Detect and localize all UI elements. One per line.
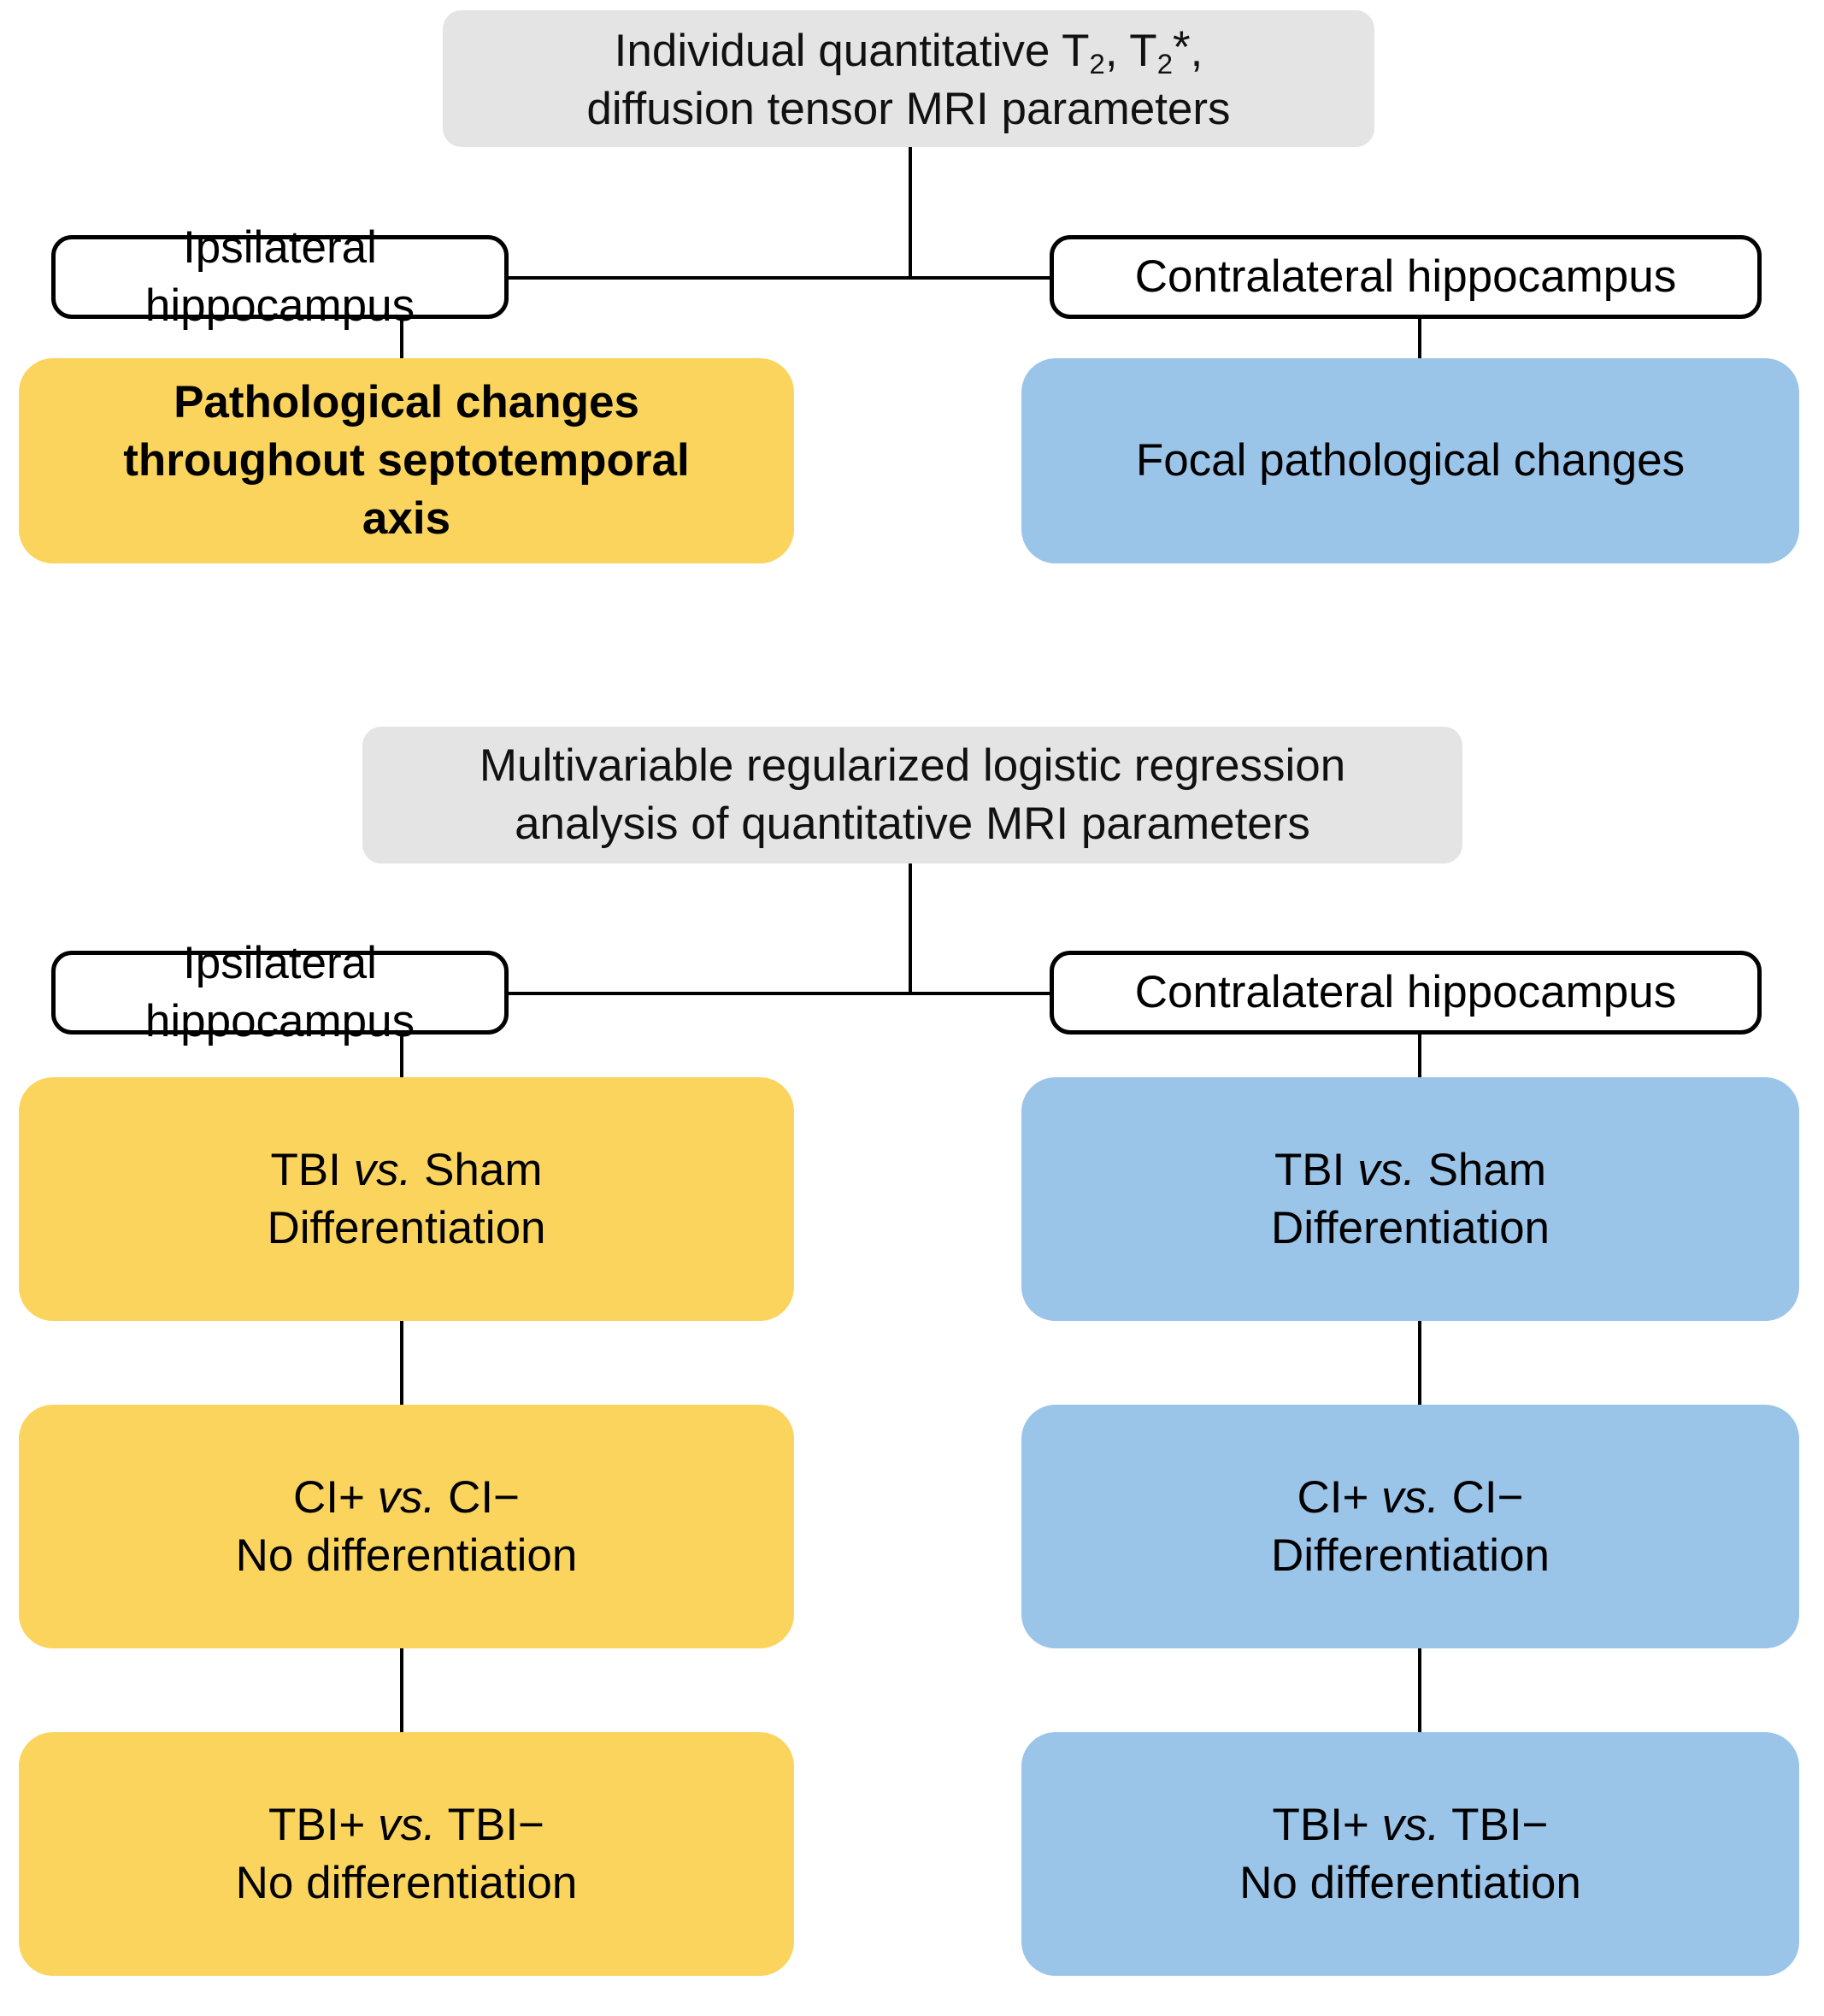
section1-header-text: Individual quantitative T2, T2*,diffusio… <box>586 22 1231 135</box>
section2-contralateral-result-2-text: CI+ vs. CI−Differentiation <box>1270 1471 1550 1581</box>
section2-ipsilateral-connector-2 <box>400 1321 403 1406</box>
section1-ipsilateral-connector <box>400 319 403 360</box>
section2-ipsilateral-result-3: TBI+ vs. TBI−No differentiation <box>19 1732 794 1976</box>
section1-ipsilateral-outcome-text: Pathological changes throughout septotem… <box>123 377 690 544</box>
section2-ipsilateral-result-3-text: TBI+ vs. TBI−No differentiation <box>235 1799 578 1908</box>
section2-ipsilateral-connector-1 <box>400 1035 403 1079</box>
section1-contralateral-label: Contralateral hippocampus <box>1134 251 1677 303</box>
section1-contralateral-connector <box>1418 319 1421 360</box>
section1-ipsilateral-box: Ipsilateral hippocampus <box>51 222 509 331</box>
section1-header-box: Individual quantitative T2, T2*,diffusio… <box>443 10 1374 147</box>
section1-branch-connector <box>506 276 1053 280</box>
section2-header-connector <box>909 864 912 993</box>
section2-contralateral-result-3-text: TBI+ vs. TBI−No differentiation <box>1239 1799 1581 1908</box>
section2-ipsilateral-connector-3 <box>400 1648 403 1734</box>
section2-contralateral-result-2: CI+ vs. CI−Differentiation <box>1021 1405 1799 1648</box>
section2-ipsilateral-label: Ipsilateral hippocampus <box>144 938 415 1046</box>
section2-ipsilateral-result-2-text: CI+ vs. CI−No differentiation <box>235 1471 578 1581</box>
section2-branch-connector <box>506 992 1053 995</box>
section2-header-text: Multivariable regularized logistic regre… <box>479 740 1346 849</box>
section2-contralateral-result-3: TBI+ vs. TBI−No differentiation <box>1021 1732 1799 1976</box>
section1-ipsilateral-label: Ipsilateral hippocampus <box>144 222 415 331</box>
section1-contralateral-outcome-box: Focal pathological changes <box>1021 358 1799 563</box>
section1-ipsilateral-outcome-box: Pathological changes throughout septotem… <box>19 358 794 563</box>
section2-contralateral-connector-1 <box>1418 1035 1421 1079</box>
section2-contralateral-box: Contralateral hippocampus <box>1050 951 1762 1035</box>
section2-contralateral-connector-3 <box>1418 1648 1421 1734</box>
section1-contralateral-box: Contralateral hippocampus <box>1050 235 1762 319</box>
section1-header-connector <box>909 147 912 278</box>
section2-contralateral-label: Contralateral hippocampus <box>1134 967 1677 1018</box>
section2-header-box: Multivariable regularized logistic regre… <box>362 727 1462 864</box>
section2-ipsilateral-result-2: CI+ vs. CI−No differentiation <box>19 1405 794 1648</box>
section1-contralateral-outcome-text: Focal pathological changes <box>1135 435 1686 486</box>
section2-contralateral-connector-2 <box>1418 1321 1421 1406</box>
section2-ipsilateral-box: Ipsilateral hippocampus <box>51 938 509 1046</box>
